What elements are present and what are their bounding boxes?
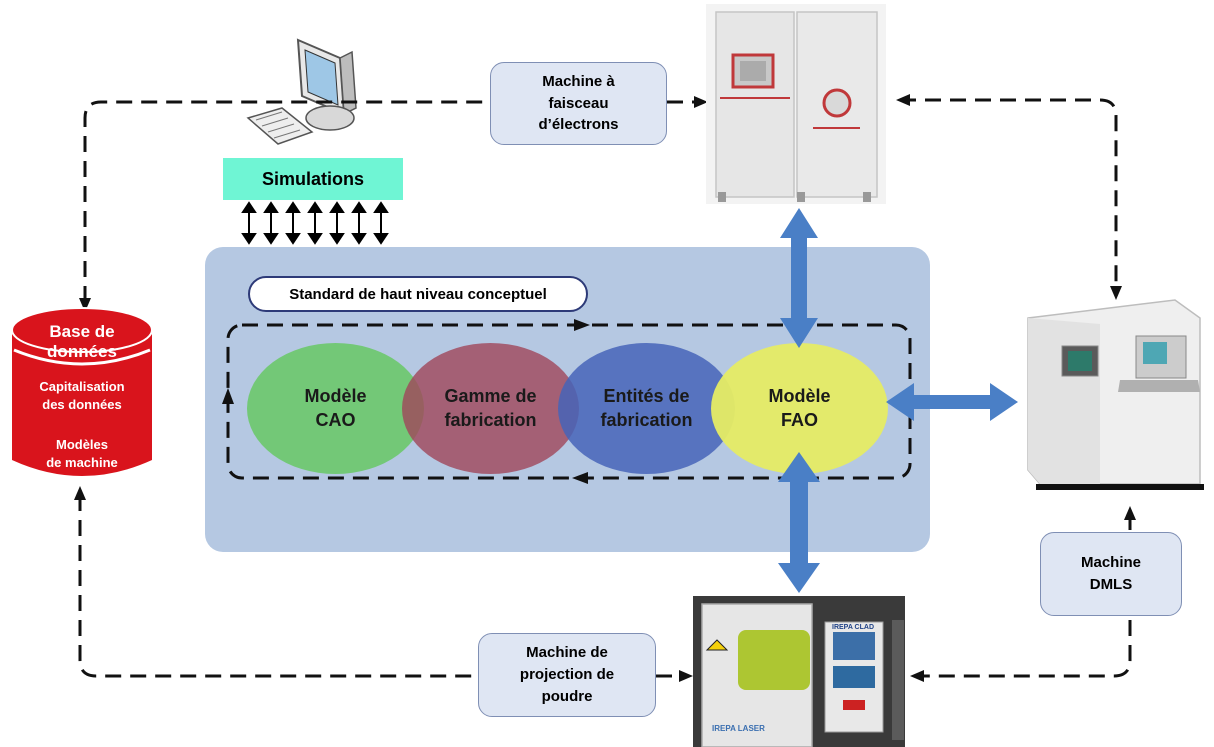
entites-label: Entités de fabrication [600,386,693,430]
powder-panel-brand: IREPA CLAD [832,624,874,631]
standard-label: Standard de haut niveau conceptuel [248,276,588,312]
ebm-callout: Machine à faisceau d’électrons [490,62,667,145]
computer-icon [246,38,357,145]
blue-arrow-up [780,208,818,348]
ebm-to-dmls-line [900,98,1118,292]
model-cao-label: Modèle CAO [304,386,367,430]
db-to-powder-line [78,495,478,678]
gamme-label: Gamme de fabrication [444,386,537,430]
simulations-box: Simulations [223,158,403,200]
powder-machine-image [693,596,905,747]
process-loop [226,323,912,480]
simulation-arrows [241,201,389,245]
gamme-ellipse: Gamme de fabrication [402,343,579,474]
database-icon [11,307,153,476]
blue-arrow-down [778,452,820,593]
model-fao-ellipse: Modèle FAO [711,343,888,474]
db-to-ebm-line [83,100,490,302]
database-capitalisation: Capitalisation des données [39,379,125,413]
model-fao-label: Modèle FAO [768,386,831,430]
ebm-machine-image [706,4,886,204]
powder-machine-brand: IREPA LASER [712,724,765,733]
dmls-to-powder-line [920,620,1132,678]
database-machine-models: Modèles de machine [46,437,118,471]
simulations-label: Simulations [261,168,364,189]
entites-ellipse: Entités de fabrication [558,343,735,474]
database-title: Base de données [47,322,117,362]
dmls-callout: Machine DMLS [1040,532,1182,616]
powder-callout: Machine de projection de poudre [478,633,656,717]
dmls-machine-image [1027,299,1204,490]
blue-arrow-right [886,383,1018,421]
model-cao-ellipse: Modèle CAO [247,343,424,474]
